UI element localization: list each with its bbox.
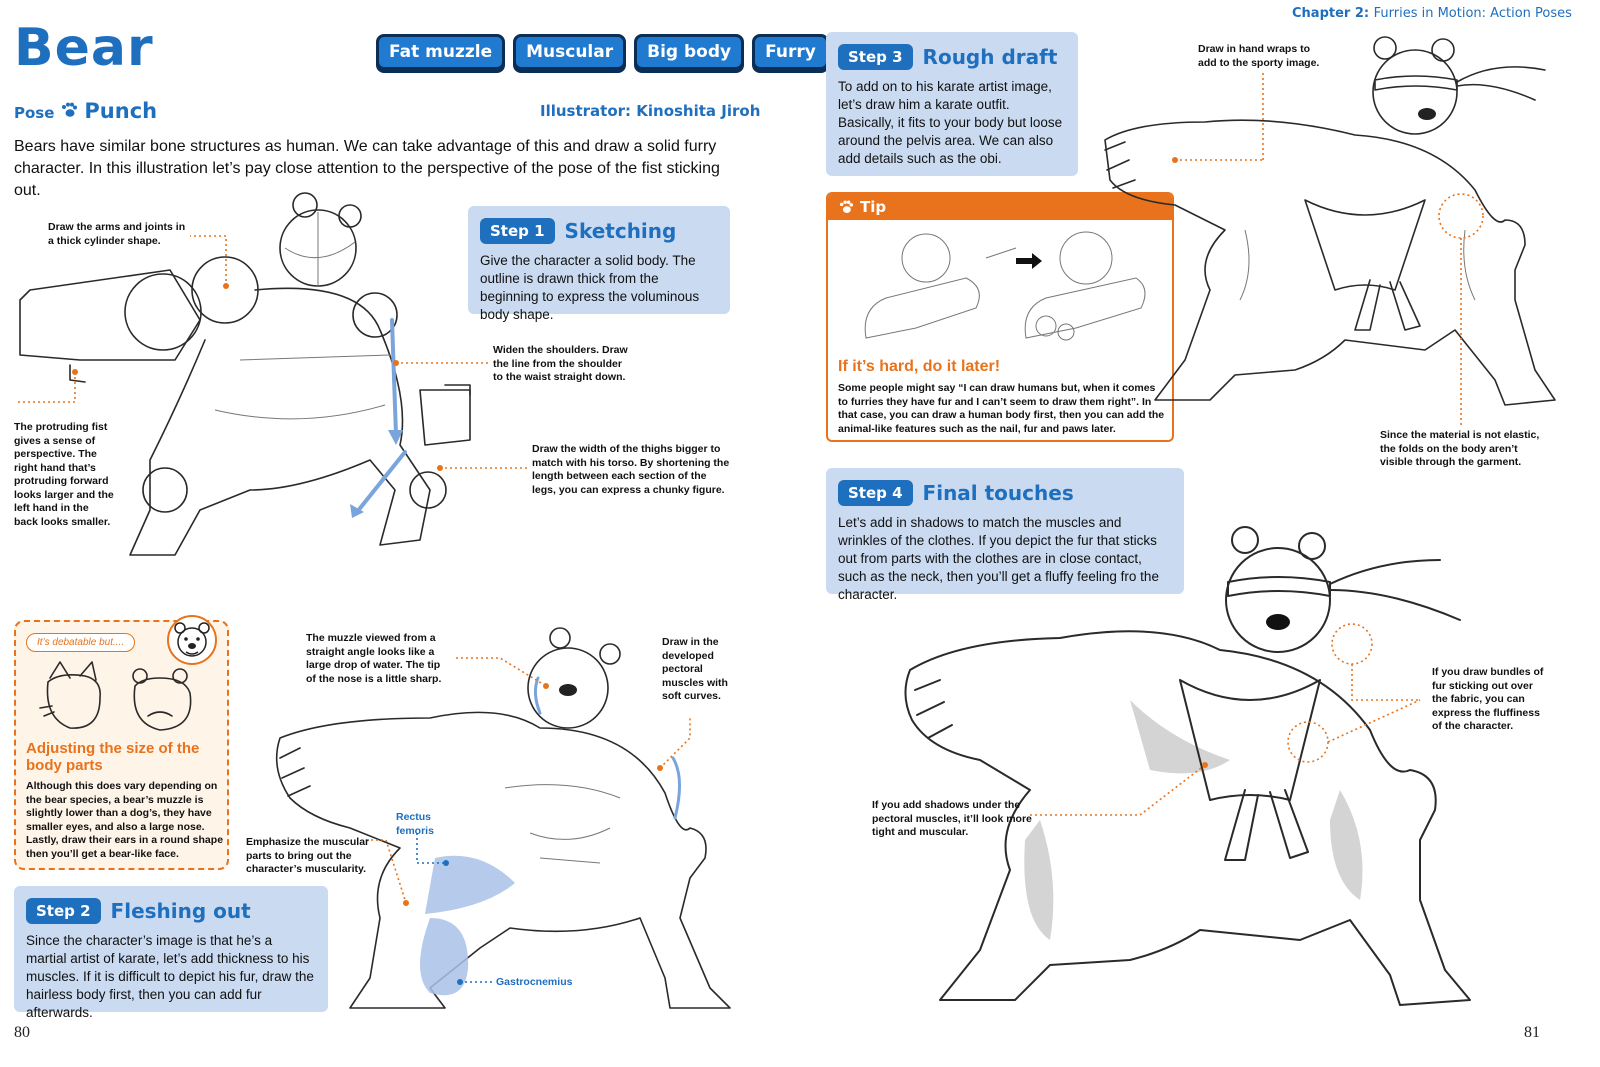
step-3-body: To add on to his karate artist image, le…	[838, 79, 1063, 166]
note-pectoral: Draw in the developed pectoral muscles w…	[662, 636, 728, 702]
step-3-box: Step 3 Rough draft To add on to his kara…	[826, 32, 1078, 176]
tip-body: Some people might say “I can draw humans…	[838, 382, 1165, 435]
final-figure	[904, 526, 1471, 1006]
note-rectus: Rectus femoris	[396, 811, 434, 837]
tip-sketch	[864, 231, 1146, 341]
rough-draft-figure	[1104, 36, 1556, 425]
note-shoulders: Widen the shoulders. Draw the line from …	[493, 344, 628, 383]
debate-box: It’s debatable but.... Adjusting the siz…	[14, 615, 229, 870]
note-material: Since the material is not elastic, the f…	[1380, 429, 1540, 468]
step-3-badge: Step 3	[838, 44, 913, 70]
step-2-body: Since the character’s image is that he’s…	[26, 933, 314, 1020]
pose-heading: Pose Punch	[14, 99, 157, 123]
tag-list: Fat muzzle Muscular Big body Furry	[376, 34, 829, 70]
note-bundles: If you draw bundles of fur sticking out …	[1432, 666, 1544, 732]
sketch-figure	[18, 192, 528, 556]
note-muzzle: The muzzle viewed from a straight angle …	[306, 632, 442, 685]
note-fist: The protruding fist gives a sense of per…	[14, 421, 114, 528]
head-comparison-sketch	[39, 661, 192, 731]
debate-bubble: It’s debatable but....	[26, 633, 136, 652]
note-emphasize: Emphasize the muscular parts to bring ou…	[246, 836, 370, 875]
paw-icon	[62, 102, 78, 117]
page-title: Bear	[14, 18, 154, 78]
step-2-badge: Step 2	[26, 898, 101, 924]
illustrator-credit: Illustrator: Kinoshita Jiroh	[540, 102, 761, 120]
debate-title: Adjusting the size of the body parts	[26, 740, 200, 774]
chapter-heading: Chapter 2: Furries in Motion: Action Pos…	[1292, 6, 1572, 21]
step-4-title: Final touches	[922, 481, 1074, 505]
step-1-badge: Step 1	[480, 218, 555, 244]
note-wraps: Draw in hand wraps to add to the sporty …	[1198, 43, 1320, 69]
page-number-right: 81	[1524, 1024, 1540, 1041]
tip-header: Tip	[828, 194, 1172, 220]
note-gastro: Gastrocnemius	[496, 976, 573, 988]
step-2-box: Step 2 Fleshing out Since the character’…	[14, 886, 328, 1020]
tip-label: Tip	[860, 198, 887, 216]
pose-label: Pose	[14, 104, 55, 122]
step-1-title: Sketching	[564, 219, 677, 243]
note-shadows: If you add shadows under the pectoral mu…	[872, 799, 1032, 838]
debate-body: Although this does vary depending on the…	[26, 780, 224, 860]
tag-fat-muzzle: Fat muzzle	[376, 34, 506, 70]
bear-face-icon	[167, 615, 217, 665]
intro-text: Bears have similar bone structures as hu…	[14, 138, 720, 199]
step-2-title: Fleshing out	[110, 899, 251, 923]
step-4-box: Step 4 Final touches Let’s add in shadow…	[826, 468, 1184, 602]
chapter-title: Furries in Motion: Action Poses	[1373, 6, 1572, 21]
tip-title: If it’s hard, do it later!	[838, 358, 1001, 375]
tag-muscular: Muscular	[513, 34, 627, 70]
step-1-box: Step 1 Sketching Give the character a so…	[468, 206, 730, 322]
tag-furry: Furry	[752, 34, 829, 70]
note-arms: Draw the arms and joints in a thick cyli…	[48, 221, 186, 247]
step-1-body: Give the character a solid body. The out…	[480, 253, 700, 322]
page-number-left: 80	[14, 1024, 30, 1041]
paw-icon	[839, 200, 853, 213]
fleshing-out-figure	[275, 627, 731, 1009]
pose-name: Punch	[84, 99, 158, 123]
tag-big-body: Big body	[634, 34, 745, 70]
step-4-body: Let’s add in shadows to match the muscle…	[838, 515, 1159, 602]
tip-box: Tip If it’s hard, do it later! Some peop…	[826, 192, 1174, 442]
step-4-badge: Step 4	[838, 480, 913, 506]
step-3-title: Rough draft	[922, 45, 1058, 69]
chapter-prefix: Chapter 2:	[1292, 6, 1370, 21]
note-thighs: Draw the width of the thighs bigger to m…	[532, 443, 730, 496]
